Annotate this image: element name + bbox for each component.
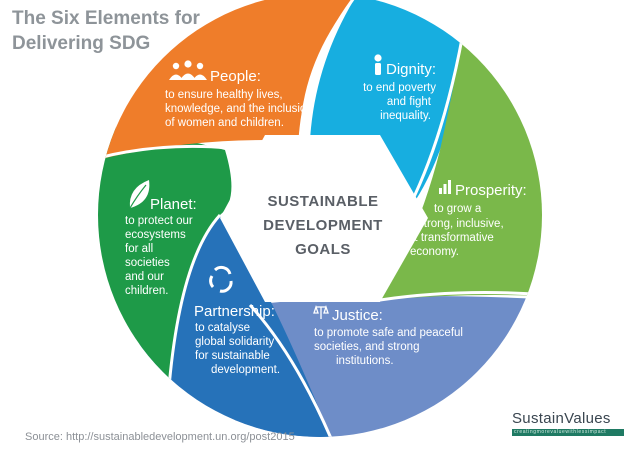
cycle-icon xyxy=(209,265,233,293)
dignity-desc-2: and fight xyxy=(387,96,432,108)
people-desc-1: to ensure healthy lives, xyxy=(165,89,283,101)
center-line-3: GOALS xyxy=(295,241,351,258)
partnership-desc-4: development. xyxy=(211,364,280,376)
people-title: People: xyxy=(210,68,261,85)
prosperity-desc-1: to grow a xyxy=(434,203,482,215)
center-line-1: SUSTAINABLE xyxy=(267,193,378,210)
dignity-desc-3: inequality. xyxy=(380,110,431,122)
planet-title: Planet: xyxy=(150,196,197,213)
leaf-icon xyxy=(129,180,150,209)
planet-desc-3: for all xyxy=(125,243,153,255)
planet-desc-4: societies xyxy=(125,257,170,269)
page-title: The Six Elements for Delivering SDG xyxy=(12,8,200,54)
dignity-title: Dignity: xyxy=(386,61,436,78)
justice-desc-2: societies, and strong xyxy=(314,341,419,353)
center-line-2: DEVELOPMENT xyxy=(263,217,383,234)
justice-desc-1: to promote safe and peaceful xyxy=(314,327,463,339)
justice-desc-3: institutions. xyxy=(336,355,394,367)
prosperity-desc-3: & transformative xyxy=(410,232,494,244)
brand-name: SustainValues xyxy=(512,410,611,427)
partnership-title: Partnership: xyxy=(194,303,275,320)
prosperity-title: Prosperity: xyxy=(455,182,527,199)
partnership-desc-3: for sustainable xyxy=(195,350,270,362)
prosperity-desc-4: economy. xyxy=(410,246,459,258)
people-desc-3: of women and children. xyxy=(165,117,284,129)
planet-desc-2: ecosystems xyxy=(125,229,186,241)
center-hexagon xyxy=(220,135,428,302)
people-desc-2: knowledge, and the inclusion xyxy=(165,103,313,115)
bar-chart-icon xyxy=(439,180,451,194)
segment-prosperity xyxy=(380,0,542,300)
scales-icon xyxy=(313,304,329,319)
justice-title: Justice: xyxy=(332,307,383,324)
dignity-desc-1: to end poverty xyxy=(363,82,436,94)
person-icon xyxy=(374,54,382,75)
partnership-desc-1: to catalyse xyxy=(195,322,250,334)
planet-desc-6: children. xyxy=(125,285,168,297)
prosperity-desc-2: strong, inclusive, xyxy=(418,218,504,230)
planet-desc-1: to protect our xyxy=(125,215,193,227)
people-icon xyxy=(169,60,207,80)
planet-desc-5: and our xyxy=(125,271,164,283)
source-citation: Source: http://sustainabledevelopment.un… xyxy=(25,431,295,443)
brand-logo: SustainValues creatingmorevaluewithlessi… xyxy=(512,410,624,436)
brand-tagline: creatingmorevaluewithlessimpact xyxy=(512,429,624,436)
partnership-desc-2: global solidarity xyxy=(195,336,275,348)
